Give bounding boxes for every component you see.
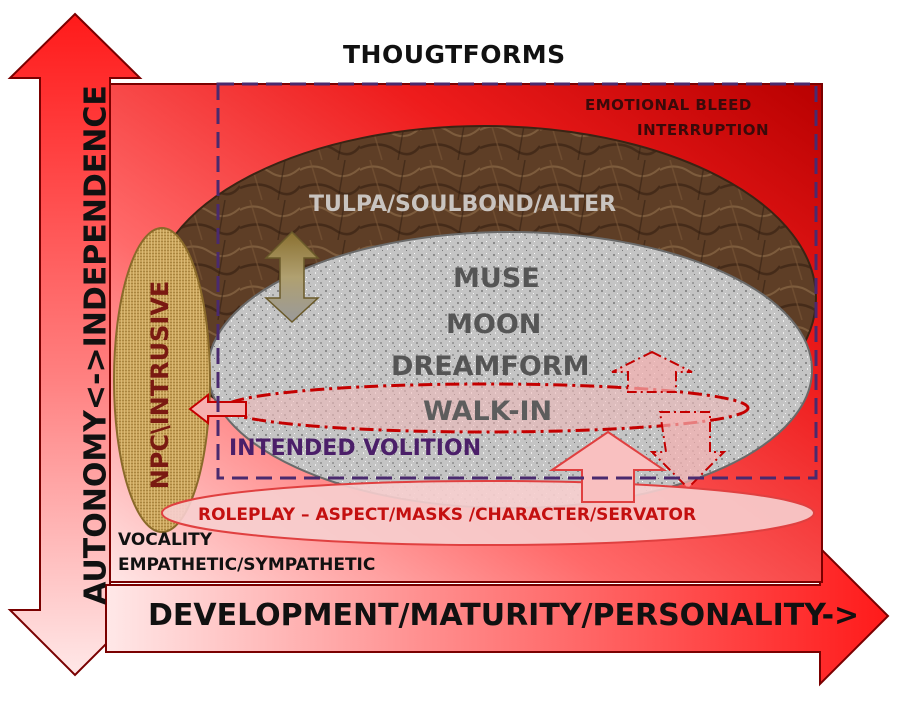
y-axis-arrow (7, 12, 143, 677)
interruption-label: INTERRUPTION (637, 121, 770, 139)
tulpa-label: TULPA/SOULBOND/ALTER (309, 192, 617, 217)
dashed-down-arrow-icon (649, 411, 727, 490)
npc-label: NPC\INTRUSIVE (146, 280, 174, 490)
vocality-label: VOCALITY (118, 530, 213, 550)
roleplay-region (161, 480, 815, 546)
x-axis-label: DEVELOPMENT/MATURITY/PERSONALITY-> (148, 598, 860, 633)
roleplay-label: ROLEPLAY – ASPECT/MASKS /CHARACTER/SERVA… (198, 505, 697, 525)
npc-region (113, 227, 211, 533)
muse-label: MUSE (453, 263, 540, 294)
y-axis-label: AUTONOMY<->INDEPENDENCE (78, 85, 114, 605)
empathetic-label: EMPATHETIC/SYMPATHETIC (118, 555, 376, 575)
up-arrow-icon (548, 430, 668, 503)
diagram-title: THOUGTFORMS (343, 40, 566, 69)
emotional-bleed-label: EMOTIONAL BLEED (585, 96, 752, 114)
intended-volition-label: INTENDED VOLITION (229, 436, 482, 461)
walk-in-band (222, 382, 750, 434)
walk-in-label: WALK-IN (423, 396, 553, 427)
moon-label: MOON (446, 309, 542, 340)
dreamform-label: DREAMFORM (391, 351, 590, 382)
intended-volition-box (216, 82, 818, 480)
up-down-arrow-icon (264, 230, 320, 324)
dashed-up-arrow-icon (611, 350, 693, 393)
